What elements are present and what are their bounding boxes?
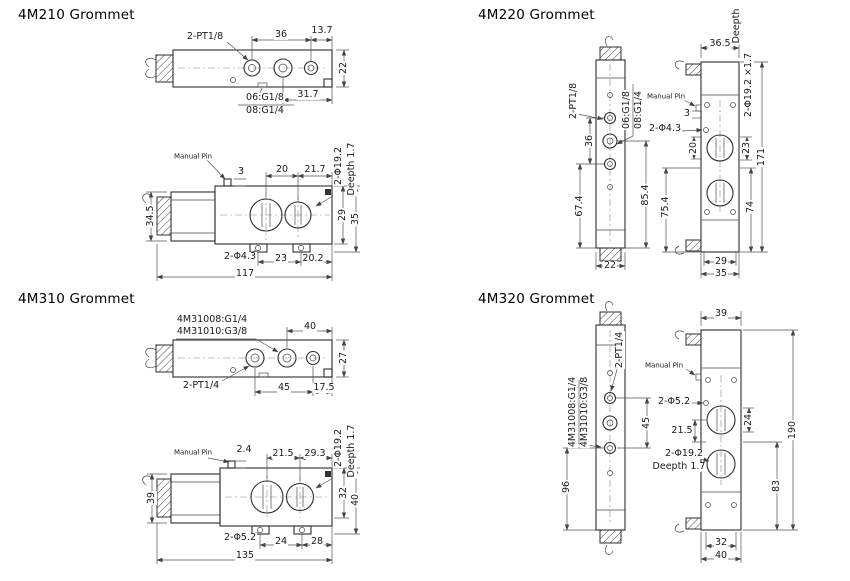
m220-dim-75-4: 75.4 (660, 195, 672, 219)
m210-callout-08-g14: 08:G1/4 (245, 105, 285, 117)
m320-dim-32: 32 (713, 537, 729, 549)
m320-callout-2-pt14: 2-PT1/4 (614, 330, 626, 370)
m310-dim-39: 39 (146, 490, 158, 506)
m320-note-deepth-1-7: Deepth 1.7 (651, 461, 707, 473)
m210-dim-35: 35 (350, 211, 362, 227)
m220-dim-35: 35 (713, 268, 729, 280)
m310-dim-27: 27 (338, 350, 350, 366)
m320-dim-40: 40 (713, 550, 729, 562)
m310-callout-2-phi5-2: 2-Φ5.2 (222, 532, 258, 544)
m310-dim-29-3: 29.3 (303, 448, 327, 460)
m210-dim-34-5: 34.5 (145, 204, 157, 228)
m320-side-view (563, 301, 651, 555)
m210-dim-23: 23 (273, 253, 289, 265)
m220-callout-2-phi4-3: 2-Φ4.3 (647, 123, 683, 135)
m220-dim-36-5: 36.5 (708, 38, 732, 50)
m220-dim-22: 22 (602, 260, 618, 272)
m310-front-view (142, 454, 360, 564)
m220-callout-06-g18: 06:G1/8 (621, 90, 633, 130)
m310-dim-40: 40 (302, 321, 318, 333)
m320-dim-45: 45 (641, 415, 653, 431)
m310-dim-32: 32 (338, 485, 350, 501)
m220-callout-2-pt18: 2-PT1/8 (568, 81, 580, 121)
m210-callout-2-phi19-2: 2-Φ19.2 (333, 145, 345, 187)
m210-dim-21-7: 21.7 (303, 164, 327, 176)
m220-dim-23: 23 (741, 140, 753, 156)
m210-note-manual-pin: Manual Pin (172, 152, 214, 161)
m320-dim-190: 190 (787, 419, 799, 441)
m210-dim-22: 22 (338, 60, 350, 76)
m310-callout-2-phi19-2: 2-Φ19.2 (333, 427, 345, 469)
section-title-4m210: 4M210 Grommet (18, 7, 135, 23)
m220-front-view (662, 44, 768, 278)
m210-dim-3: 3 (236, 166, 246, 178)
m310-dim-2-4: 2.4 (235, 444, 253, 456)
m210-dim-13-7: 13.7 (310, 25, 334, 37)
m210-dim-117: 117 (234, 268, 256, 280)
m220-dim-36: 36 (584, 133, 596, 149)
m310-callout-2-pt14: 2-PT1/4 (181, 380, 221, 392)
m310-dim-28: 28 (309, 536, 325, 548)
m310-dim-17-5: 17.5 (312, 382, 336, 394)
m210-callout-06-g18: 06:G1/8 (245, 92, 285, 104)
m310-dim-45: 45 (276, 382, 292, 394)
m310-dim-40-vert: 40 (350, 492, 362, 508)
m210-dim-20: 20 (274, 164, 290, 176)
m220-dim-3: 3 (682, 108, 692, 120)
m220-note-manual-pin: Manual Pin (645, 92, 687, 101)
m210-dim-20-2: 20.2 (301, 253, 325, 265)
section-title-4m310: 4M310 Grommet (18, 291, 135, 307)
m210-dim-36: 36 (273, 29, 289, 41)
section-title-4m220: 4M220 Grommet (478, 7, 595, 23)
m210-note-deepth-1-7: Deepth 1.7 (346, 141, 358, 197)
m320-dim-96: 96 (561, 479, 573, 495)
m310-callout-4m31010-g38: 4M31010:G3/8 (175, 326, 249, 338)
m220-dim-85-4: 85.4 (640, 183, 652, 207)
m210-top-view (145, 27, 349, 106)
section-title-4m320: 4M320 Grommet (478, 291, 595, 307)
m320-dim-24: 24 (743, 412, 755, 428)
m310-callout-4m31008-g14: 4M31008:G1/4 (175, 314, 249, 326)
m320-callout-2-phi19-2: 2-Φ19.2 (663, 448, 705, 460)
m210-callout-2-phi4-3: 2-Φ4.3 (222, 251, 258, 263)
m310-dim-135: 135 (234, 550, 256, 562)
m220-dim-67-4: 67.4 (574, 194, 586, 218)
m320-callout-2-phi5-2: 2-Φ5.2 (656, 396, 692, 408)
m220-callout-2-phi19-2-x1-7: 2-Φ19.2 ×1.7 (743, 51, 755, 119)
m210-dim-29: 29 (337, 207, 349, 223)
m210-front-view (142, 159, 360, 281)
m320-note-manual-pin: Manual Pin (643, 361, 685, 370)
m220-note-deepth: Deepth (731, 7, 743, 45)
m320-dim-21-5: 21.5 (670, 425, 694, 437)
m310-note-deepth-1-7: Deepth 1.7 (346, 423, 358, 479)
m220-dim-74: 74 (745, 199, 757, 215)
m320-callout-4m31008-g14: 4M31008:G1/4 (567, 375, 579, 449)
m220-dim-20: 20 (688, 140, 700, 156)
m310-dim-24: 24 (273, 536, 289, 548)
m210-dim-31-7: 31.7 (296, 89, 320, 101)
m310-dim-21-5: 21.5 (271, 448, 295, 460)
m220-callout-08-g14: 08:G1/4 (633, 90, 645, 130)
m320-callout-4m31010-g38: 4M31010:G3/8 (579, 375, 591, 449)
m220-dim-29: 29 (713, 256, 729, 268)
m210-callout-2-pt18: 2-PT1/8 (185, 31, 225, 43)
m310-top-view (145, 327, 349, 396)
m310-note-manual-pin: Manual Pin (172, 448, 214, 457)
m220-dim-171: 171 (756, 146, 768, 168)
m320-dim-83: 83 (771, 478, 783, 494)
m220-side-view (576, 36, 650, 270)
m320-dim-39: 39 (713, 308, 729, 320)
